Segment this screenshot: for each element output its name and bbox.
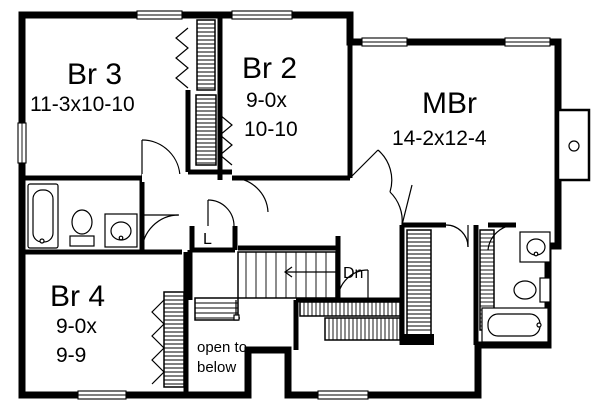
- door-swings: [141, 139, 517, 301]
- linen-closet-label: L: [203, 231, 212, 248]
- stair-treads: [195, 252, 327, 319]
- master-bath-fixtures: [481, 231, 551, 343]
- room-name-br2: Br 2: [242, 52, 297, 85]
- room-name-br4: Br 4: [50, 280, 105, 313]
- hall-bath-fixtures: [27, 183, 138, 249]
- windows: [17, 10, 551, 400]
- room-labels: Br 3 11-3x10-10 Br 2 9-0x 10-10 MBr 14-2…: [30, 52, 487, 376]
- bifold-doors: [151, 27, 233, 385]
- closet-stripes: [164, 23, 494, 385]
- room-dims-br3: 11-3x10-10: [30, 93, 135, 116]
- room-dims-br2-line1: 9-0x: [246, 89, 287, 112]
- room-dims-mbr: 14-2x12-4: [392, 127, 487, 150]
- room-dims-br4-line2: 9-9: [56, 344, 86, 367]
- room-name-br3: Br 3: [67, 58, 122, 91]
- room-dims-br2-line2: 10-10: [244, 118, 298, 141]
- chimney-flue: [568, 140, 580, 152]
- stair-arrow: [283, 266, 340, 278]
- room-dims-br4-line1: 9-0x: [56, 315, 97, 338]
- stair-down-label: Dn: [343, 265, 363, 282]
- open-to-below-line2: below: [197, 359, 236, 376]
- open-to-below-line1: open to: [197, 339, 247, 356]
- staircase: [194, 251, 337, 321]
- handrail-post: [233, 314, 240, 321]
- room-name-mbr: MBr: [422, 87, 477, 120]
